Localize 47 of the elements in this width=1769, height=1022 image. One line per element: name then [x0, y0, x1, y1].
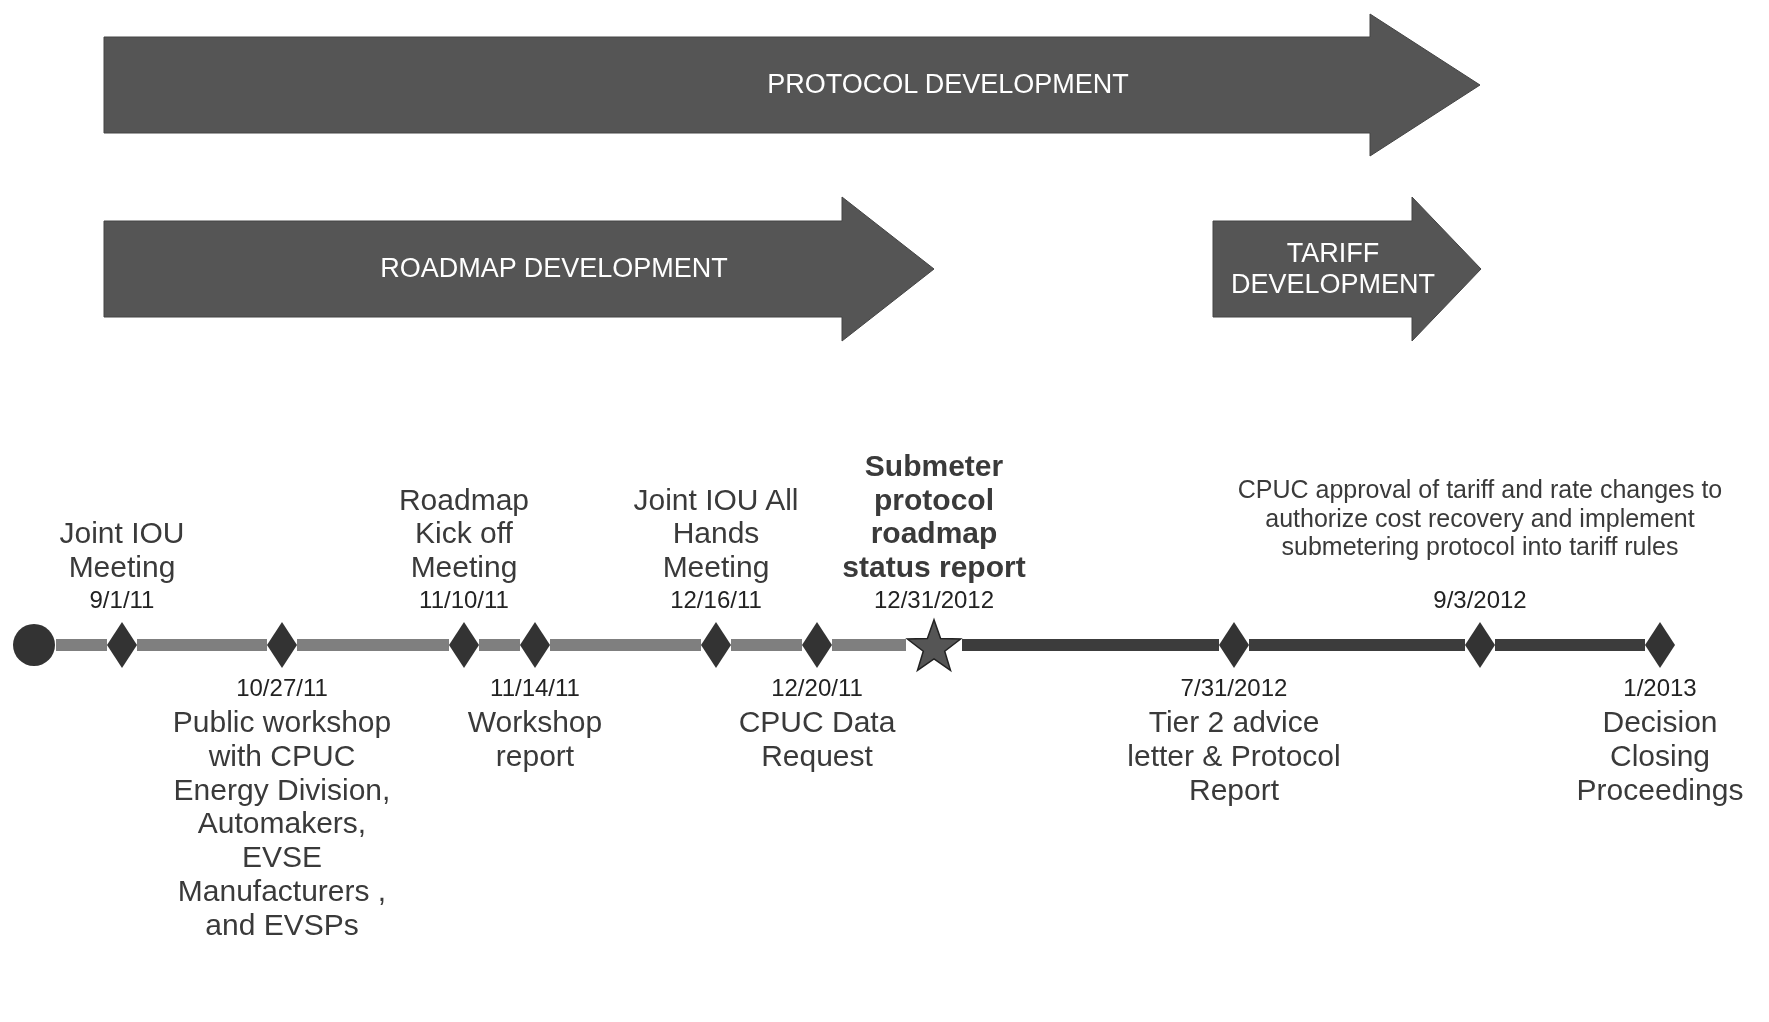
- milestone-date: 12/16/11: [670, 586, 762, 615]
- block-arrow: [104, 14, 1480, 156]
- milestone-date: 9/1/11: [89, 586, 155, 615]
- start-dot: [12, 623, 56, 667]
- milestone-description: Joint IOU All Hands Meeting: [632, 482, 800, 585]
- phase-label: TARIFF DEVELOPMENT: [1229, 237, 1436, 301]
- milestone-date: 7/31/2012: [1180, 674, 1288, 703]
- timeline-segment: [137, 639, 267, 651]
- milestone-date: 12/20/11: [771, 674, 863, 703]
- milestone-diamond: [1219, 622, 1249, 668]
- timeline-segment: [56, 639, 107, 651]
- milestone-diamond: [1465, 622, 1495, 668]
- milestone-description: Roadmap Kick off Meeting: [397, 482, 531, 585]
- milestone-description: Public workshop with CPUC Energy Division, Automakers, EVSE Manufacturers , and EVSPs: [172, 704, 392, 943]
- milestone-diamond: [449, 622, 479, 668]
- timeline-segment: [1249, 639, 1465, 651]
- milestone-description: Workshop report: [466, 704, 604, 773]
- phase-label: PROTOCOL DEVELOPMENT: [766, 69, 1130, 101]
- milestone-description: CPUC Data Request: [737, 704, 897, 773]
- milestone-description: CPUC approval of tariff and rate changes to authorize cost recovery and implement submetering protocol into tariff rules: [1236, 475, 1724, 561]
- timeline-segment: [479, 639, 520, 651]
- milestone-description: Decision Closing Proceedings: [1575, 704, 1745, 807]
- milestone-date: 1/2013: [1623, 674, 1697, 703]
- timeline-segment: [962, 639, 1219, 651]
- milestone-diamond: [520, 622, 550, 668]
- milestone-description: Joint IOU Meeting: [58, 516, 186, 585]
- milestone-description: Submeter protocol roadmap status report: [841, 448, 1027, 585]
- milestone-date: 9/3/2012: [1433, 586, 1527, 615]
- timeline-segment: [297, 639, 449, 651]
- milestone-diamond: [267, 622, 297, 668]
- timeline-segment: [832, 639, 906, 651]
- milestone-star: [906, 618, 962, 672]
- block-arrow: [104, 197, 934, 341]
- milestone-date: 11/10/11: [419, 586, 509, 615]
- milestone-diamond: [107, 622, 137, 668]
- milestone-date: 11/14/11: [490, 674, 580, 703]
- milestone-diamond: [701, 622, 731, 668]
- milestone-diamond: [802, 622, 832, 668]
- timeline-segment: [1495, 639, 1645, 651]
- milestone-date: 12/31/2012: [873, 586, 995, 615]
- timeline-segment: [550, 639, 701, 651]
- timeline-segment: [731, 639, 802, 651]
- block-arrow: [1213, 197, 1481, 341]
- milestone-description: Tier 2 advice letter & Protocol Report: [1126, 704, 1342, 807]
- phase-label: ROADMAP DEVELOPMENT: [379, 253, 729, 285]
- milestone-date: 10/27/11: [236, 674, 328, 703]
- milestone-diamond: [1645, 622, 1675, 668]
